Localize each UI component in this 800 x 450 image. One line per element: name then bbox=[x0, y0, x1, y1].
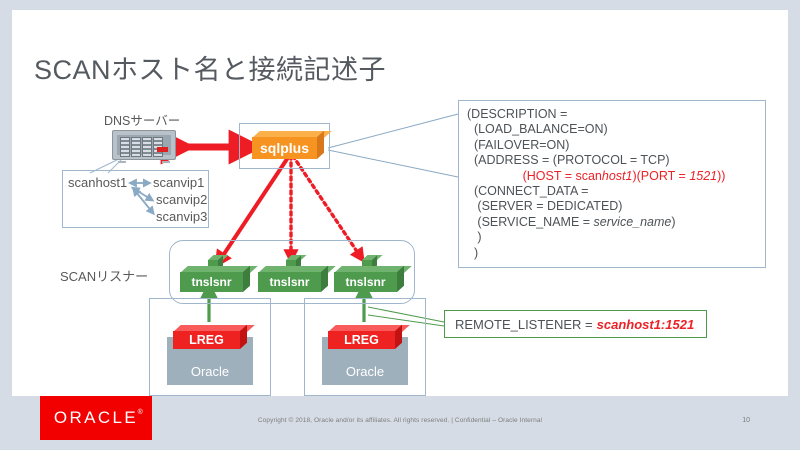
descriptor-service-suffix: ) bbox=[671, 214, 676, 229]
tnslsnr-label-1: tnslsnr bbox=[180, 272, 243, 292]
oracle-logo: ORACLE® bbox=[40, 396, 152, 440]
listener-1-nub bbox=[208, 255, 229, 270]
dns-server-icon bbox=[112, 130, 176, 160]
descriptor-service-value: service_name bbox=[593, 214, 672, 229]
descriptor-line-7: (SERVER = DEDICATED) bbox=[467, 199, 623, 214]
dns-mapping-box bbox=[62, 170, 209, 228]
descriptor-line-3: (FAILOVER=ON) bbox=[467, 137, 570, 152]
lreg-box-1: LREG bbox=[173, 324, 255, 349]
tnslsnr-label-3: tnslsnr bbox=[334, 272, 397, 292]
descriptor-port-value: 1521 bbox=[689, 168, 718, 183]
scan-listener-label: SCANリスナー bbox=[60, 269, 149, 284]
oracle-label-2: Oracle bbox=[345, 364, 385, 379]
descriptor-host-value: host1 bbox=[601, 168, 633, 183]
descriptor-service-prefix: (SERVICE_NAME = bbox=[467, 214, 594, 229]
descriptor-host-suffix: )) bbox=[717, 168, 726, 183]
scan-listener-group bbox=[169, 240, 415, 304]
sqlplus-box: sqlplus bbox=[252, 130, 332, 159]
node-container-2 bbox=[304, 298, 426, 396]
descriptor-line-2: (LOAD_BALANCE=ON) bbox=[467, 122, 608, 137]
footer-bar: ORACLE® Copyright © 2018, Oracle and/or … bbox=[12, 396, 788, 440]
leader-sqlplus-descriptor-top bbox=[327, 113, 459, 149]
descriptor-line-1: (DESCRIPTION = bbox=[467, 107, 568, 121]
tnslsnr-box-2: tnslsnr bbox=[258, 265, 336, 292]
lreg-label-2: LREG bbox=[328, 331, 395, 349]
page-title: SCANホスト名と接続記述子 bbox=[34, 55, 387, 85]
node-container-1 bbox=[149, 298, 271, 396]
descriptor-port-prefix: )(PORT = bbox=[632, 168, 690, 183]
page-number: 10 bbox=[742, 417, 750, 424]
client-container bbox=[239, 123, 330, 169]
remote-listener-value: scanhost1:1521 bbox=[596, 316, 695, 332]
remote-listener-callout: REMOTE_LISTENER = scanhost1:1521 bbox=[444, 310, 707, 338]
slide-canvas: SCANホスト名と接続記述子 bbox=[12, 10, 788, 440]
dns-mapping-vip-3: scanvip3 bbox=[156, 209, 208, 224]
sqlplus-label: sqlplus bbox=[252, 137, 317, 159]
remote-listener-key: REMOTE_LISTENER = bbox=[455, 316, 593, 332]
registered-mark-icon: ® bbox=[137, 409, 146, 416]
connect-descriptor-box: (DESCRIPTION = (LOAD_BALANCE=ON) (FAILOV… bbox=[458, 100, 766, 268]
rack-foot-left bbox=[118, 161, 126, 163]
descriptor-line-4: (ADDRESS = (PROTOCOL = TCP) bbox=[467, 153, 670, 168]
oracle-label-1: Oracle bbox=[190, 364, 230, 379]
tnslsnr-box-3: tnslsnr bbox=[334, 265, 412, 292]
lreg-label-1: LREG bbox=[173, 331, 240, 349]
tnslsnr-label-2: tnslsnr bbox=[258, 272, 321, 292]
dns-mapping-vip-2: scanvip2 bbox=[156, 192, 208, 207]
dns-server-label: DNSサーバー bbox=[104, 114, 181, 128]
listener-2-nub bbox=[286, 255, 307, 270]
descriptor-line-10: ) bbox=[467, 245, 479, 260]
listener-3-nub bbox=[362, 255, 383, 270]
oracle-logo-text: ORACLE bbox=[53, 408, 139, 427]
lreg-box-2: LREG bbox=[328, 324, 410, 349]
descriptor-line-6: (CONNECT_DATA = bbox=[467, 184, 589, 199]
dns-mapping-host: scanhost1 bbox=[68, 175, 128, 190]
tnslsnr-box-1: tnslsnr bbox=[180, 265, 258, 292]
copyright-text: Copyright © 2018, Oracle and/or its affi… bbox=[257, 417, 543, 424]
rack-foot-right bbox=[162, 161, 170, 163]
descriptor-host-prefix: (HOST = scan bbox=[467, 168, 602, 183]
descriptor-line-9: ) bbox=[467, 230, 482, 245]
leader-sqlplus-descriptor-bottom bbox=[327, 149, 459, 178]
dns-mapping-vip-1: scanvip1 bbox=[153, 175, 205, 190]
